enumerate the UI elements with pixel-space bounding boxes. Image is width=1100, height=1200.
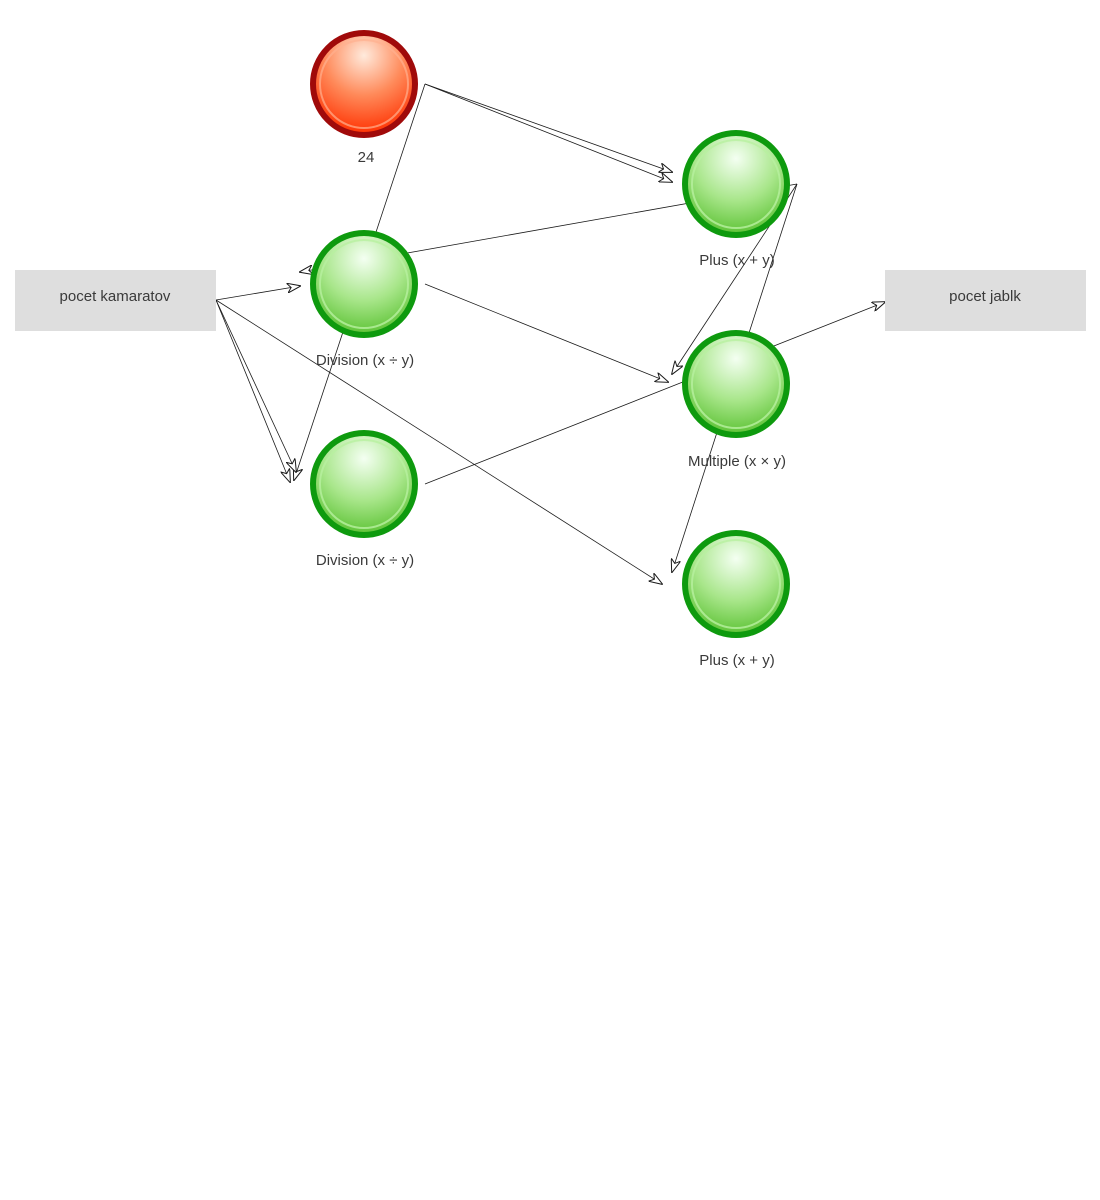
io-box	[885, 270, 1086, 331]
operation-circle	[310, 230, 418, 338]
node-label: Plus (x + y)	[699, 252, 774, 269]
operation-circle	[310, 430, 418, 538]
operation-circle	[682, 530, 790, 638]
node-label: Division (x ÷ y)	[316, 552, 414, 569]
operation-node-plus-1[interactable]: Plus (x + y)	[682, 130, 790, 269]
edge-div1-to-mult1	[424, 283, 668, 382]
constant-circle	[310, 30, 418, 138]
node-label: Plus (x + y)	[699, 652, 774, 669]
edge-in_kamaratov-to-div2	[215, 299, 296, 472]
operation-inner-ring	[691, 539, 781, 629]
operation-inner-ring	[319, 439, 409, 529]
io-box	[15, 270, 216, 331]
operation-circle	[682, 330, 790, 438]
edge-in_kamaratov-to-plus2	[215, 299, 662, 584]
edge-in_kamaratov-to-div2	[215, 299, 290, 482]
edge-const_24-to-plus1	[424, 83, 672, 172]
io-node-pocet-jablk[interactable]: pocet jablk	[885, 270, 1086, 331]
io-node-pocet-kamaratov[interactable]: pocet kamaratov	[15, 270, 216, 331]
io-label: pocet jablk	[949, 288, 1021, 305]
operation-node-plus-2[interactable]: Plus (x + y)	[682, 530, 790, 669]
operation-node-multiple[interactable]: Multiple (x × y)	[682, 330, 790, 470]
operation-inner-ring	[691, 139, 781, 229]
operation-circle	[682, 130, 790, 238]
operation-node-division-2[interactable]: Division (x ÷ y)	[310, 430, 418, 569]
edge-div2-to-out_jablk	[424, 302, 885, 485]
node-label: 24	[358, 149, 375, 166]
operation-inner-ring	[691, 339, 781, 429]
operation-node-division-1[interactable]: Division (x ÷ y)	[310, 230, 418, 369]
node-label: Multiple (x × y)	[688, 453, 786, 470]
edges-layer	[215, 83, 885, 584]
node-label: Division (x ÷ y)	[316, 352, 414, 369]
edge-in_kamaratov-to-div1	[215, 286, 300, 301]
constant-node-24[interactable]: 24	[310, 30, 418, 166]
edge-const_24-to-plus1	[424, 83, 672, 182]
operation-inner-ring	[319, 239, 409, 329]
io-label: pocet kamaratov	[60, 288, 171, 305]
constant-inner-ring	[319, 39, 409, 129]
